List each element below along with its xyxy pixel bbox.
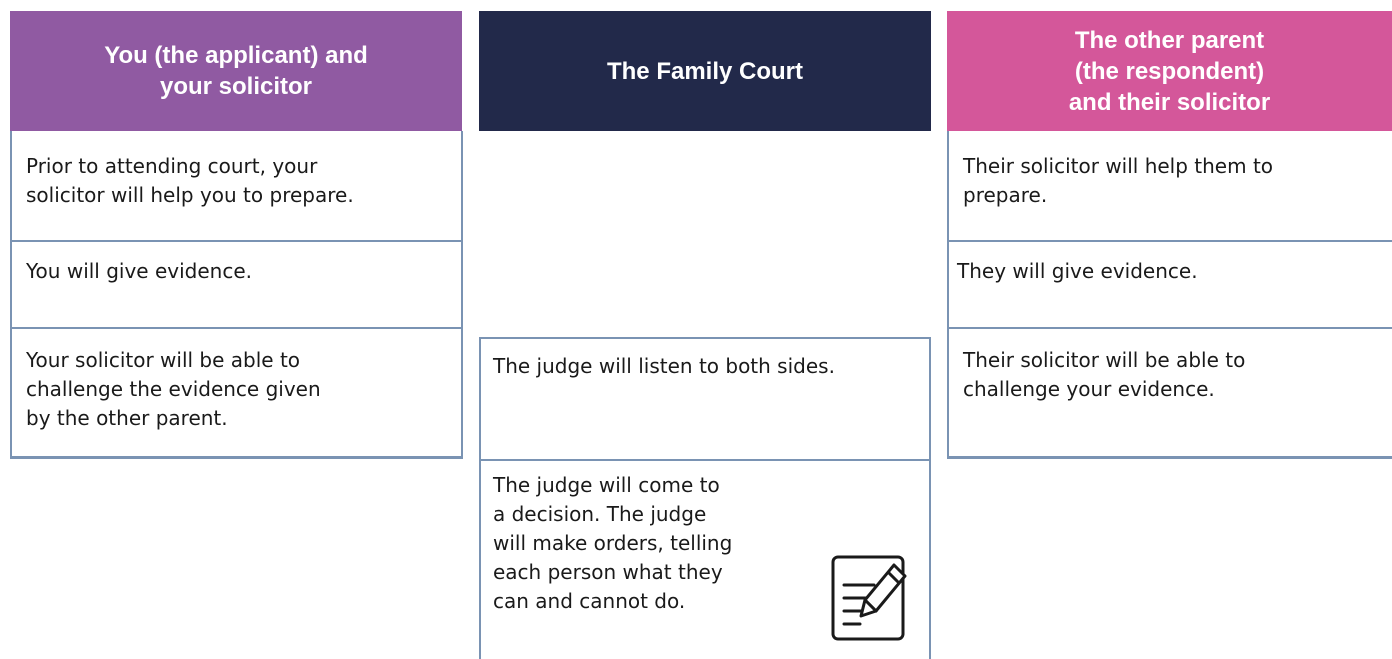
respondent-step-prepare: Their solicitor will help them to prepar…	[963, 154, 1274, 207]
respondent-column-header: The other parent (the respondent) and th…	[947, 11, 1392, 131]
court-step-decision-box: The judge will come to a decision. The j…	[479, 459, 931, 659]
court-step-listen-box: The judge will listen to both sides.	[479, 337, 931, 461]
respondent-step-evidence: They will give evidence.	[957, 259, 1198, 283]
notepad-pencil-icon	[831, 555, 907, 641]
court-step-decision: The judge will come to a decision. The j…	[493, 473, 733, 613]
court-column-header: The Family Court	[479, 11, 931, 131]
applicant-steps-panel: Prior to attending court, your solicitor…	[10, 131, 463, 459]
applicant-step-challenge: Your solicitor will be able to challenge…	[26, 348, 321, 430]
respondent-steps-panel: Their solicitor will help them to prepar…	[947, 131, 1392, 459]
applicant-step-evidence: You will give evidence.	[26, 259, 252, 283]
court-step-listen: The judge will listen to both sides.	[493, 354, 835, 378]
respondent-column-title: The other parent (the respondent) and th…	[1068, 26, 1271, 116]
row-divider	[12, 327, 461, 329]
applicant-step-prepare: Prior to attending court, your solicitor…	[26, 154, 354, 207]
respondent-step-challenge: Their solicitor will be able to challeng…	[963, 348, 1246, 401]
court-column-title: The Family Court	[606, 57, 804, 85]
applicant-column-title: You (the applicant) and your solicitor	[104, 42, 368, 100]
row-divider	[949, 240, 1392, 242]
row-divider	[949, 327, 1392, 329]
applicant-column-header: You (the applicant) and your solicitor	[10, 11, 462, 131]
row-divider	[12, 240, 461, 242]
